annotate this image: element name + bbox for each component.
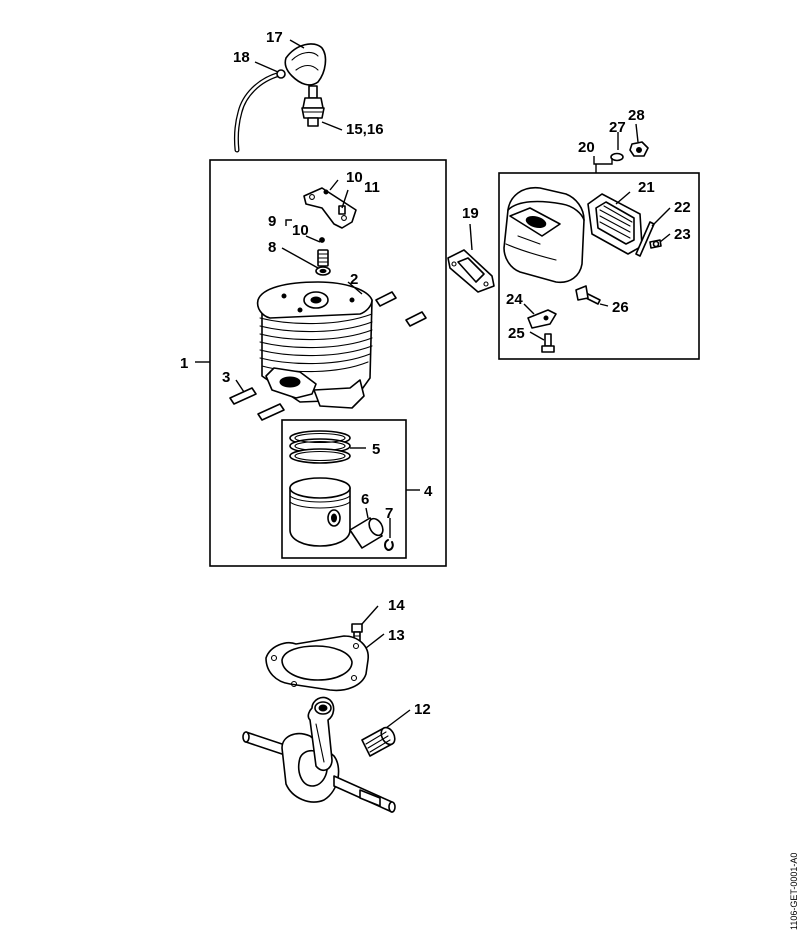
callout-8: 8 <box>268 239 276 256</box>
muffler-screw-small[interactable] <box>649 239 662 249</box>
piston[interactable] <box>289 477 351 547</box>
leader-lines <box>195 39 671 729</box>
cylinder-assembly-box <box>209 159 447 567</box>
valve-ball[interactable] <box>319 237 325 243</box>
spark-arrestor-screen[interactable] <box>587 193 643 255</box>
callout-25: 25 <box>508 325 525 342</box>
callout-10b: 10 <box>292 222 309 239</box>
connecting-rod[interactable] <box>307 696 335 772</box>
document-id: 1106-GET-0001-A0 <box>789 853 799 930</box>
callout-13: 13 <box>388 627 405 644</box>
cylinder[interactable] <box>256 281 373 409</box>
stud-3[interactable] <box>229 387 257 405</box>
callout-24: 24 <box>506 291 523 308</box>
ignition-lead-group <box>233 43 327 153</box>
callout-14: 14 <box>388 597 405 614</box>
callout-1: 1 <box>180 355 188 372</box>
screw-25[interactable] <box>541 333 555 353</box>
screw-26[interactable] <box>575 285 601 305</box>
needle-bearing[interactable] <box>361 725 398 757</box>
callout-2: 2 <box>350 271 358 288</box>
piston-assembly-box <box>281 419 407 559</box>
callout-21: 21 <box>638 179 655 196</box>
stud-3b[interactable] <box>257 403 285 421</box>
muffler-assembly-box <box>498 172 700 360</box>
nut-28[interactable] <box>629 141 649 157</box>
decomp-bracket-group <box>303 187 357 229</box>
spark-plug[interactable] <box>301 85 325 127</box>
spark-plug-boot[interactable] <box>284 43 327 86</box>
circlip[interactable] <box>384 539 394 551</box>
boot-spring-clip[interactable] <box>276 69 286 79</box>
callout-27: 27 <box>609 119 626 136</box>
piston-pin[interactable] <box>349 516 386 549</box>
callout-19: 19 <box>462 205 479 222</box>
callout-5: 5 <box>372 441 380 458</box>
callout-10a: 10 <box>346 169 363 186</box>
muffler-bracket-24[interactable] <box>527 309 557 329</box>
callout-7: 7 <box>385 505 393 522</box>
ignition-wire-inner <box>235 72 282 152</box>
callout-26: 26 <box>612 299 629 316</box>
callout-15-16: 15,16 <box>346 121 384 138</box>
callout-labels: 17 18 15,16 10 11 9 10 8 2 1 3 5 4 6 7 1… <box>180 29 691 718</box>
muffler[interactable] <box>503 186 585 284</box>
stud-2b[interactable] <box>405 311 427 327</box>
stud-2[interactable] <box>375 291 397 307</box>
decomp-valve-group <box>315 237 331 276</box>
valve-bracket[interactable] <box>303 187 357 229</box>
exhaust-gasket[interactable] <box>447 249 495 293</box>
washer-27[interactable] <box>610 152 624 162</box>
callout-12: 12 <box>414 701 431 718</box>
callout-9: 9 <box>268 213 276 230</box>
callout-4: 4 <box>424 483 433 500</box>
cylinder-studs <box>229 291 427 421</box>
cylinder-base-gasket[interactable] <box>265 635 369 692</box>
callout-6: 6 <box>361 491 369 508</box>
callout-22: 22 <box>674 199 691 216</box>
callout-17: 17 <box>266 29 283 46</box>
callout-18: 18 <box>233 49 250 66</box>
callout-23: 23 <box>674 226 691 243</box>
callout-11: 11 <box>364 179 380 196</box>
piston-rings[interactable] <box>289 430 351 464</box>
callout-28: 28 <box>628 107 645 124</box>
callout-3: 3 <box>222 369 230 386</box>
callout-20: 20 <box>578 139 595 156</box>
